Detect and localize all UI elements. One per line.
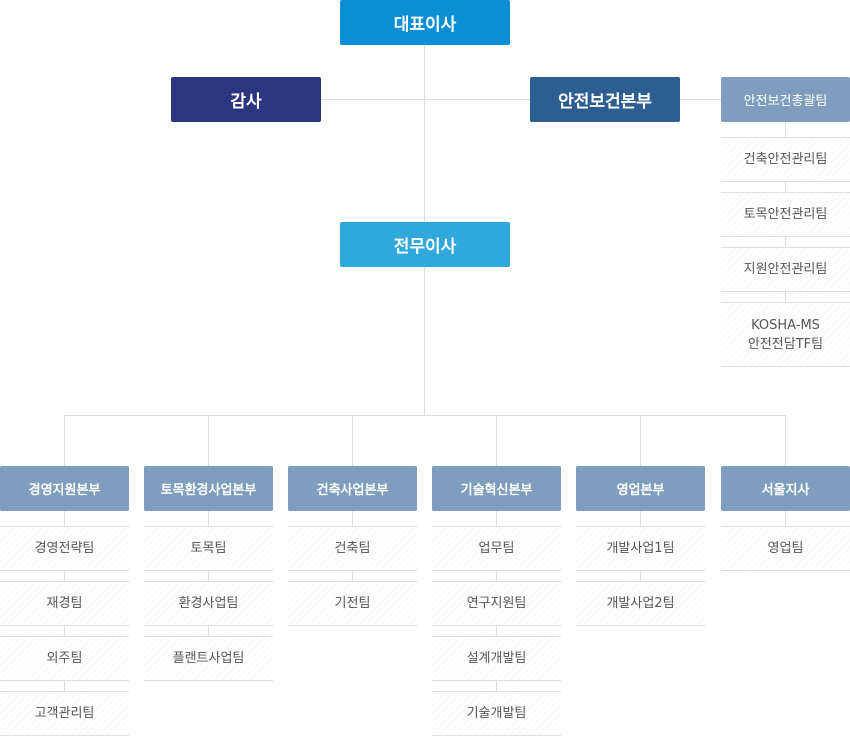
safety-team-item: 토목안전관리팀 (721, 192, 850, 237)
department-label: 서울지사 (761, 483, 810, 498)
department-drop-line (785, 415, 786, 466)
department-box: 서울지사 (721, 466, 850, 511)
department-label: 기술혁신본부 (460, 483, 533, 498)
safety-hq-label: 안전보건본부 (558, 92, 652, 112)
team-item: 업무팀 (432, 526, 561, 571)
safety-hq-box: 안전보건본부 (530, 77, 680, 122)
team-item: 고객관리팀 (0, 691, 129, 736)
team-item: 플랜트사업팀 (144, 636, 273, 681)
team-item: 설계개발팀 (432, 636, 561, 681)
executive-stem-line (424, 267, 425, 415)
department-label: 영업본부 (616, 483, 665, 498)
team-item: 건축팀 (288, 526, 417, 571)
team-item: 개발사업1팀 (576, 526, 705, 571)
auditor-branch-line (321, 99, 530, 100)
department-label: 건축사업본부 (316, 483, 389, 498)
team-item: 개발사업2팀 (576, 581, 705, 626)
safety-head-team-label: 안전보건총괄팀 (743, 94, 828, 109)
safety-team-item: 지원안전관리팀 (721, 247, 850, 292)
safety-branch-line (680, 99, 721, 100)
executive-box: 전무이사 (340, 222, 510, 267)
team-item: 외주팀 (0, 636, 129, 681)
team-item: 환경사업팀 (144, 581, 273, 626)
department-box: 건축사업본부 (288, 466, 417, 511)
department-label: 경영지원본부 (28, 483, 101, 498)
department-box: 토목환경사업본부 (144, 466, 273, 511)
ceo-box: 대표이사 (340, 0, 510, 45)
auditor-label: 감사 (230, 92, 262, 112)
team-item: 연구지원팀 (432, 581, 561, 626)
department-box: 영업본부 (576, 466, 705, 511)
ceo-to-executive-line (424, 45, 425, 222)
team-item: 재경팀 (0, 581, 129, 626)
executive-label: 전무이사 (393, 237, 457, 257)
department-drop-line (352, 415, 353, 466)
auditor-box: 감사 (171, 77, 321, 122)
team-item: 기전팀 (288, 581, 417, 626)
department-drop-line (496, 415, 497, 466)
team-item: 경영전략팀 (0, 526, 129, 571)
team-item: 기술개발팀 (432, 691, 561, 736)
safety-team-item: 건축안전관리팀 (721, 137, 850, 182)
ceo-label: 대표이사 (393, 15, 457, 35)
department-bus-line (64, 415, 786, 416)
department-drop-line (640, 415, 641, 466)
department-drop-line (64, 415, 65, 466)
department-box: 기술혁신본부 (432, 466, 561, 511)
safety-team-item: KOSHA-MS 안전전담TF팀 (721, 302, 850, 367)
department-box: 경영지원본부 (0, 466, 129, 511)
team-item: 영업팀 (721, 526, 850, 571)
department-drop-line (208, 415, 209, 466)
team-item: 토목팀 (144, 526, 273, 571)
safety-head-team-box: 안전보건총괄팀 (721, 77, 850, 122)
department-label: 토목환경사업본부 (160, 483, 257, 498)
